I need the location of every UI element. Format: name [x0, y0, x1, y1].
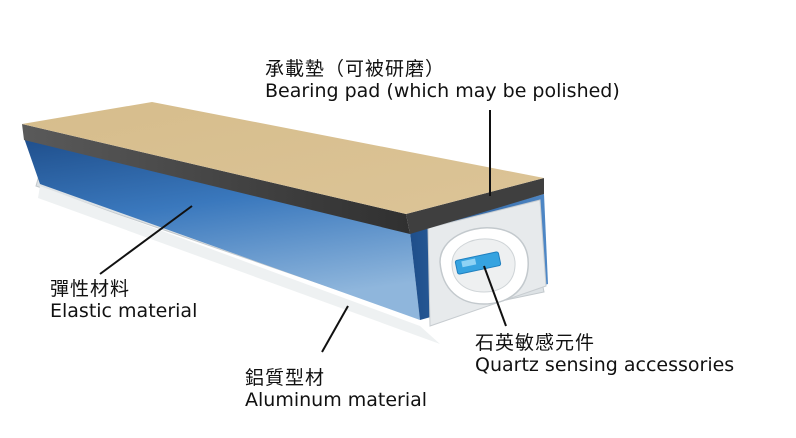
elastic-material-label-zh: 彈性材料 [50, 278, 131, 300]
bearing-pad-edge-end [406, 178, 544, 234]
aluminum-base-lower [38, 186, 440, 344]
quartz-sensing-label-zh: 石英敏感元件 [475, 332, 596, 354]
aluminum-material-label: 鋁質型材 Aluminum material [245, 367, 427, 411]
quartz-element-highlight [461, 258, 477, 268]
bearing-pad-edge [22, 124, 410, 234]
bearing-pad-label: 承載墊（可被研磨） Bearing pad (which may be poli… [265, 58, 620, 102]
elastic-material-label: 彈性材料 Elastic material [50, 278, 197, 322]
quartz-sensing-label: 石英敏感元件 Quartz sensing accessories [475, 332, 734, 376]
bearing-pad-top [22, 102, 544, 214]
leader-quartz [483, 265, 507, 327]
bearing-pad-label-zh: 承載墊（可被研磨） [265, 58, 446, 80]
aluminum-material-label-zh: 鋁質型材 [245, 367, 326, 389]
elastic-material-label-en: Elastic material [50, 300, 198, 322]
quartz-element [454, 251, 502, 275]
leader-aluminum [321, 305, 349, 353]
aluminum-material-label-en: Aluminum material [245, 389, 428, 411]
leader-elastic [99, 205, 193, 275]
elastic-material-side [24, 138, 420, 320]
quartz-sensing-label-en: Quartz sensing accessories [475, 354, 735, 376]
bearing-pad-label-en: Bearing pad (which may be polished) [265, 80, 620, 102]
